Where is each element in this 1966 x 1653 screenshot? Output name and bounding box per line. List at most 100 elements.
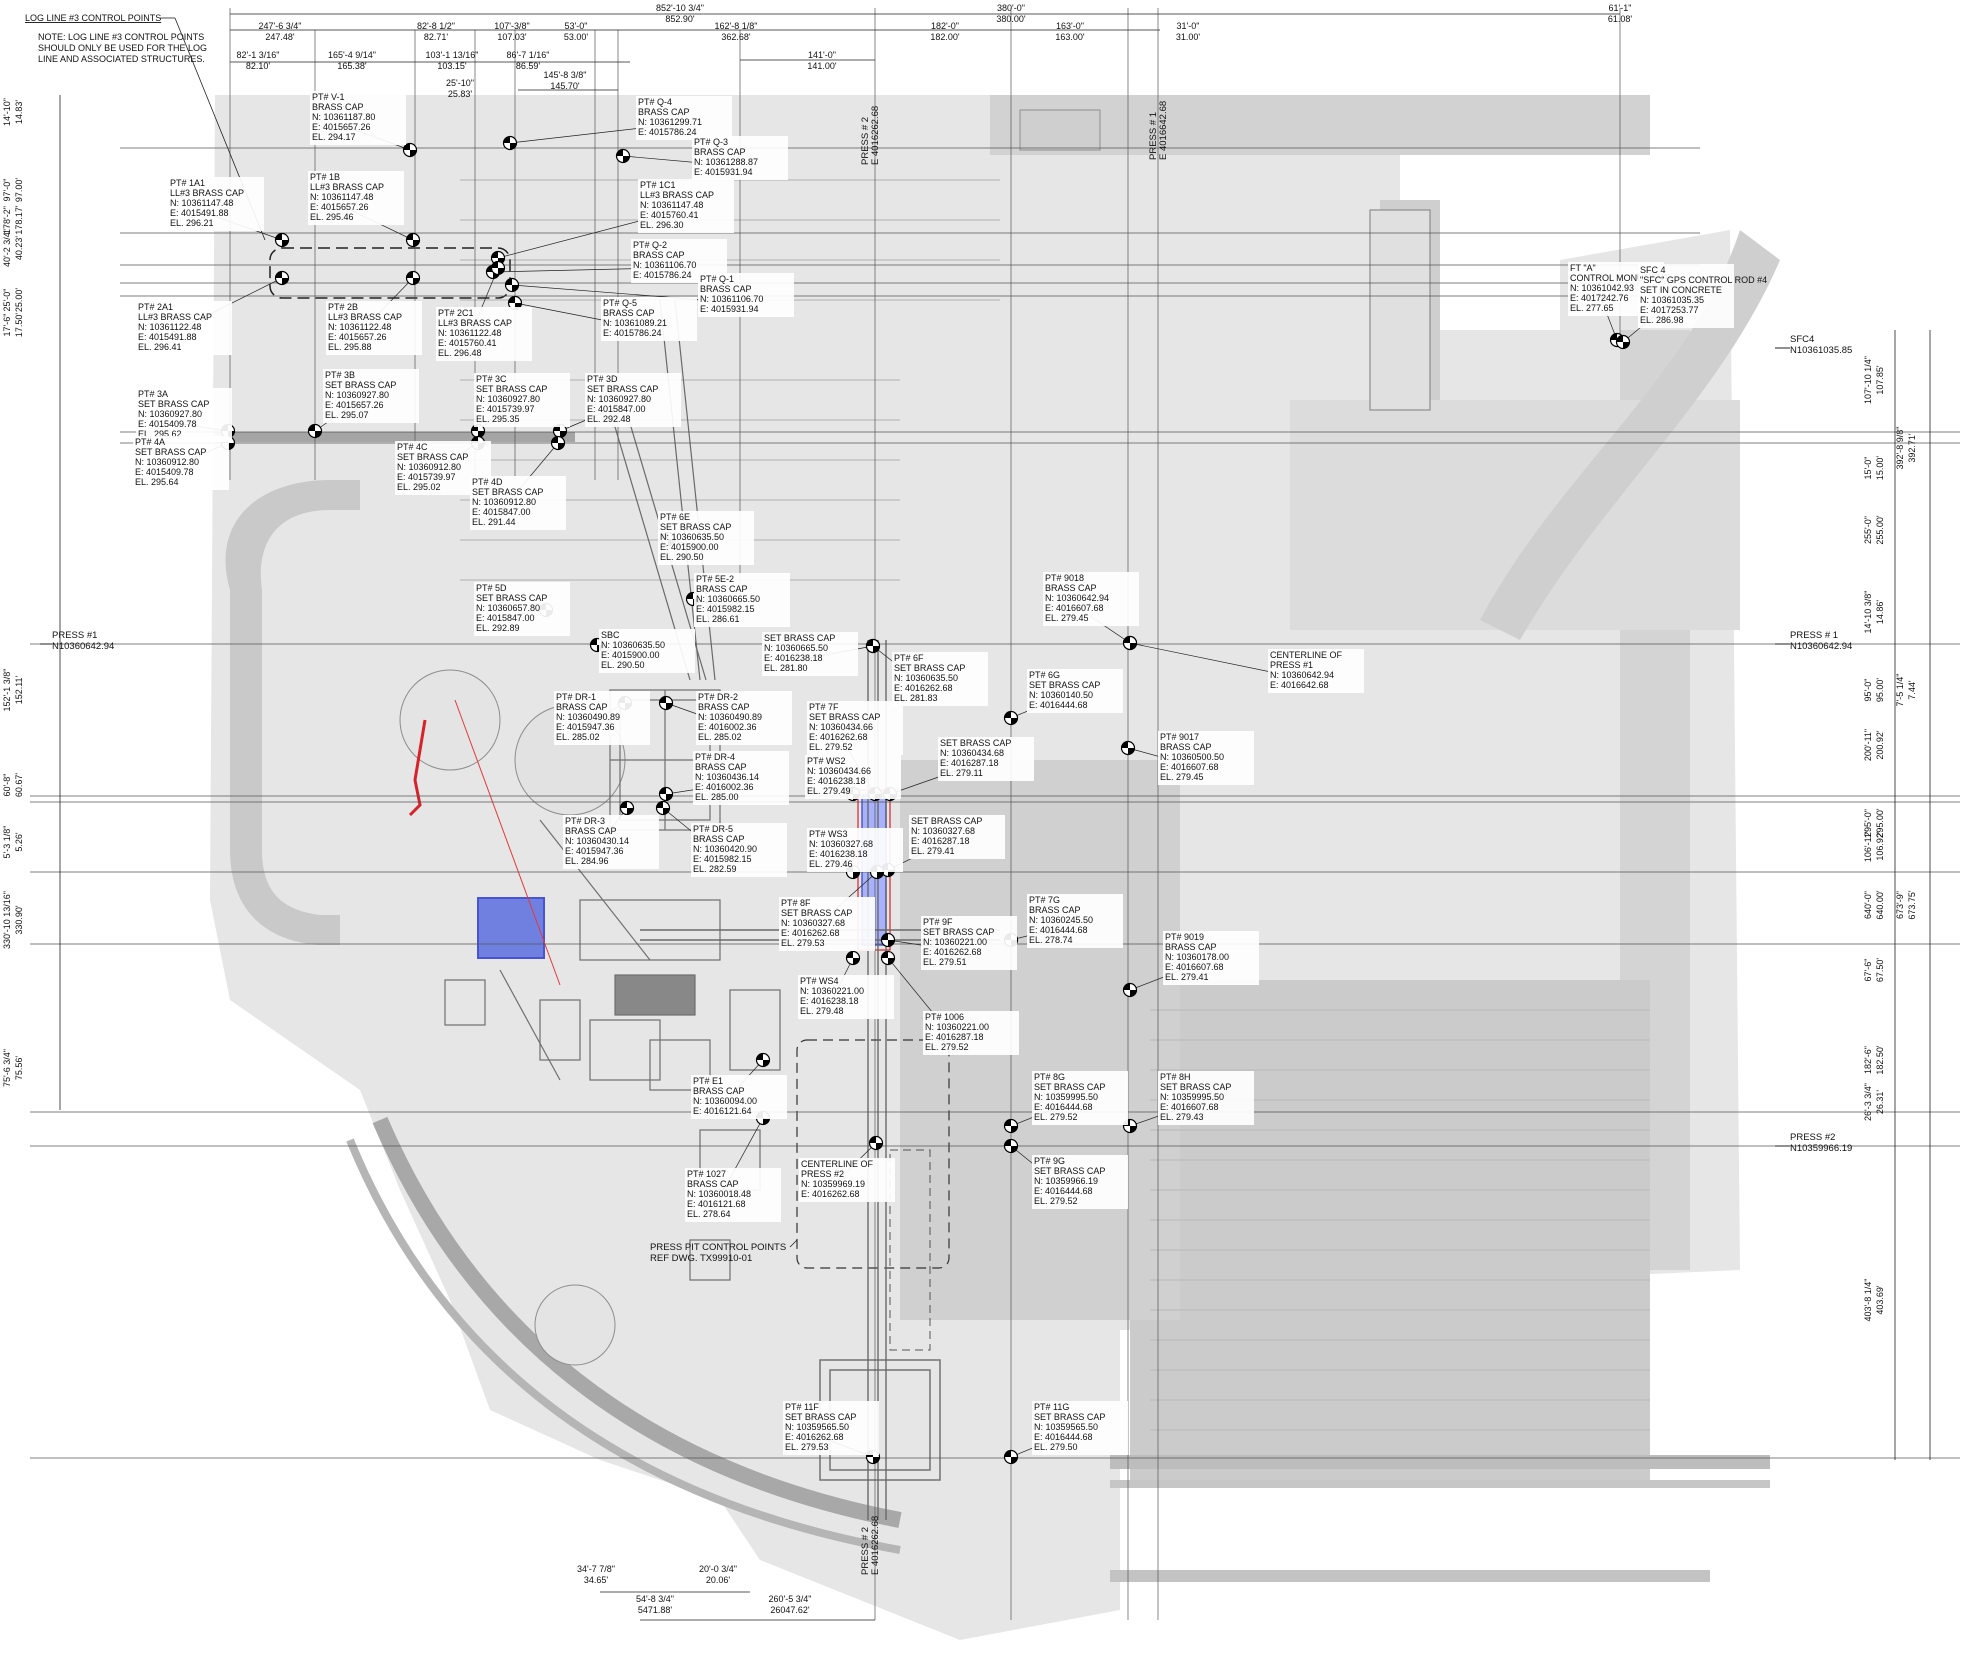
top-dimension-dec: 31.00' xyxy=(1176,32,1201,42)
control-point-marker xyxy=(1003,710,1019,726)
control-point-text: SET BRASS CAP xyxy=(138,399,209,409)
control-point-text: E: 4015491.88 xyxy=(170,208,229,218)
label-backdrop xyxy=(762,632,858,676)
left-dimension-ft: 178'-2" xyxy=(2,206,12,234)
control-point-text: E: 4016287.18 xyxy=(940,758,999,768)
right-dimension-dec: 7.44' xyxy=(1907,680,1917,700)
control-point-text: E: 4016607.68 xyxy=(1160,1102,1219,1112)
control-point-text: E: 4016262.68 xyxy=(785,1432,844,1442)
control-point-text: BRASS CAP xyxy=(687,1179,739,1189)
label-backdrop xyxy=(779,897,875,951)
control-point-text: PT# 7G xyxy=(1029,895,1060,905)
left-dimension-ft: 97'-0" xyxy=(2,179,12,202)
label-backdrop xyxy=(693,751,789,805)
right-dimension-ft: 200'-11" xyxy=(1863,729,1873,761)
reference-line-label: PRESS #1 xyxy=(52,630,97,641)
label-backdrop xyxy=(554,691,650,745)
left-dimension-dec: 97.00' xyxy=(14,178,24,203)
control-point-text: "SFC" GPS CONTROL ROD #4 xyxy=(1640,275,1767,285)
control-point-text: E: 4016262.68 xyxy=(801,1189,860,1199)
control-point-text: PT# 9F xyxy=(923,917,953,927)
control-point-text: LL#3 BRASS CAP xyxy=(438,318,512,328)
control-point-text: E: 4015657.26 xyxy=(310,202,369,212)
control-point-text: N: 10360927.80 xyxy=(138,409,202,419)
label-backdrop xyxy=(310,91,406,145)
control-point-text: EL. 295.46 xyxy=(310,212,354,222)
top-dimension-ft: 145'-8 3/8" xyxy=(544,70,587,80)
control-point-text: PT# 2C1 xyxy=(438,308,474,318)
control-point-text: BRASS CAP xyxy=(565,826,617,836)
control-point-text: EL. 296.21 xyxy=(170,218,214,228)
control-point-text: E: 4015947.36 xyxy=(556,722,615,732)
control-point-text: EL. 296.41 xyxy=(138,342,182,352)
control-point-text: BRASS CAP xyxy=(695,762,747,772)
control-point-text: PT# 5E-2 xyxy=(696,574,734,584)
left-dimension-ft: 75'-6 3/4" xyxy=(2,1049,12,1087)
note-line: NOTE: LOG LINE #3 CONTROL POINTS xyxy=(38,32,204,42)
control-point-text: E: 4015847.00 xyxy=(476,613,535,623)
top-dimension-ft: 31'-0" xyxy=(1177,21,1200,31)
right-dimension-ft: 295'-0" xyxy=(1863,809,1873,837)
control-point-text: EL. 278.74 xyxy=(1029,935,1073,945)
control-point-text: PT# 1006 xyxy=(925,1012,964,1022)
hardstand-south xyxy=(1130,980,1650,1480)
rail-lines-south-2 xyxy=(1110,1480,1770,1488)
control-point-text: N: 10361122.48 xyxy=(138,322,201,332)
control-point-text: PT# Q-4 xyxy=(638,97,672,107)
control-point-text: EL. 295.62 xyxy=(138,429,182,439)
control-point-text: E: 4015900.00 xyxy=(660,542,719,552)
label-backdrop xyxy=(696,691,792,745)
control-point-text: PT# Q-5 xyxy=(603,298,637,308)
control-point-text: E: 4016121.68 xyxy=(687,1199,746,1209)
control-point-text: N: 10360140.50 xyxy=(1029,690,1093,700)
control-point-text: E: 4016287.18 xyxy=(911,836,970,846)
control-point-text: SET BRASS CAP xyxy=(1034,1082,1105,1092)
control-point-text: E: 4016238.18 xyxy=(800,996,859,1006)
control-point-text: EL. 290.50 xyxy=(601,660,645,670)
control-point-text: E: 4016444.68 xyxy=(1034,1102,1093,1112)
top-dimensions: 852'-10 3/4"852.90'247'-6 3/4"247.48'82'… xyxy=(237,3,1633,99)
control-point-text: PT# 2A1 xyxy=(138,302,173,312)
control-point-text: SET BRASS CAP xyxy=(1034,1412,1105,1422)
control-point-text: N: 10359995.50 xyxy=(1160,1092,1224,1102)
label-backdrop xyxy=(636,96,732,140)
control-point-text: SET BRASS CAP xyxy=(911,816,982,826)
control-point-text: EL. 279.49 xyxy=(807,786,851,796)
label-backdrop xyxy=(921,916,1017,970)
control-point-text: EL. 292.89 xyxy=(476,623,520,633)
top-dimension-dec: 163.00' xyxy=(1055,32,1085,42)
label-backdrop xyxy=(1158,731,1254,785)
reference-line-value: N10360642.94 xyxy=(1790,641,1852,652)
control-point-marker xyxy=(868,1135,884,1151)
control-point-text: E: 4015947.36 xyxy=(565,846,624,856)
control-point-text: PT# 8H xyxy=(1160,1072,1191,1082)
control-point-text: PT# 11G xyxy=(1034,1402,1069,1412)
left-dimension-ft: 60'-8" xyxy=(2,774,12,797)
reference-line-value: N10360642.94 xyxy=(52,641,114,652)
control-point-text: EL. 286.98 xyxy=(1640,315,1684,325)
control-point-text: EL. 295.64 xyxy=(135,477,179,487)
control-point-text: PT# 1A1 xyxy=(170,178,205,188)
control-point-text: N: 10361299.71 xyxy=(638,117,702,127)
control-point-text: E: 4016238.18 xyxy=(764,653,823,663)
control-point-text: PT# 11F xyxy=(785,1402,819,1412)
control-point-text: BRASS CAP xyxy=(698,702,750,712)
label-backdrop xyxy=(1163,931,1259,985)
left-dimension-dec: 152.11' xyxy=(14,675,24,704)
label-backdrop xyxy=(470,476,566,530)
control-point-text: E: 4015900.00 xyxy=(601,650,660,660)
control-point-text: SET BRASS CAP xyxy=(781,908,852,918)
control-point-text: N: 10360665.50 xyxy=(696,594,760,604)
